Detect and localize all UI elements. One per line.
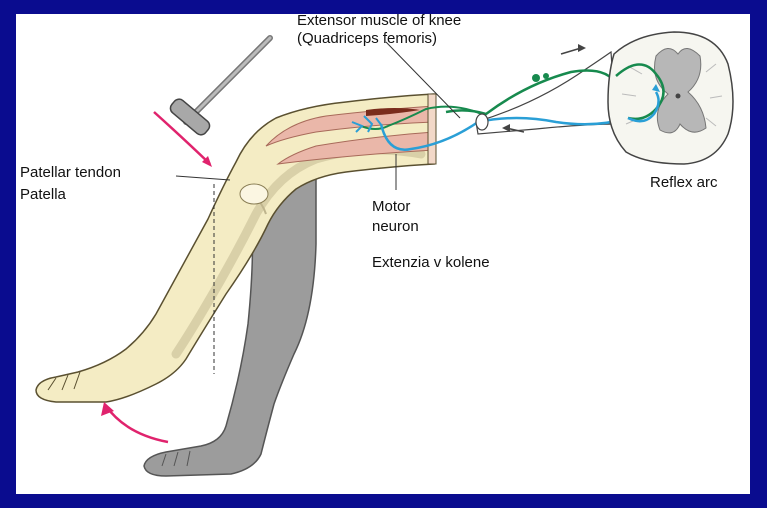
reflex-arc-label: Reflex arc xyxy=(650,174,718,192)
quadriceps-label: (Quadriceps femoris) xyxy=(297,30,437,48)
patella-label: Patella xyxy=(20,186,66,204)
diagram-panel: Extensor muscle of knee (Quadriceps femo… xyxy=(16,14,750,494)
spinal-cord-icon xyxy=(608,32,733,164)
extended-leg xyxy=(36,94,436,402)
motor-neuron-label-line2: neuron xyxy=(372,218,419,236)
knee-extension-label: Extenzia v kolene xyxy=(372,254,490,272)
extensor-muscle-label: Extensor muscle of knee xyxy=(297,14,461,30)
motor-neuron-label-line1: Motor xyxy=(372,198,410,216)
reflex-hammer-icon xyxy=(168,38,270,137)
patellar-tendon-label: Patellar tendon xyxy=(20,164,121,182)
